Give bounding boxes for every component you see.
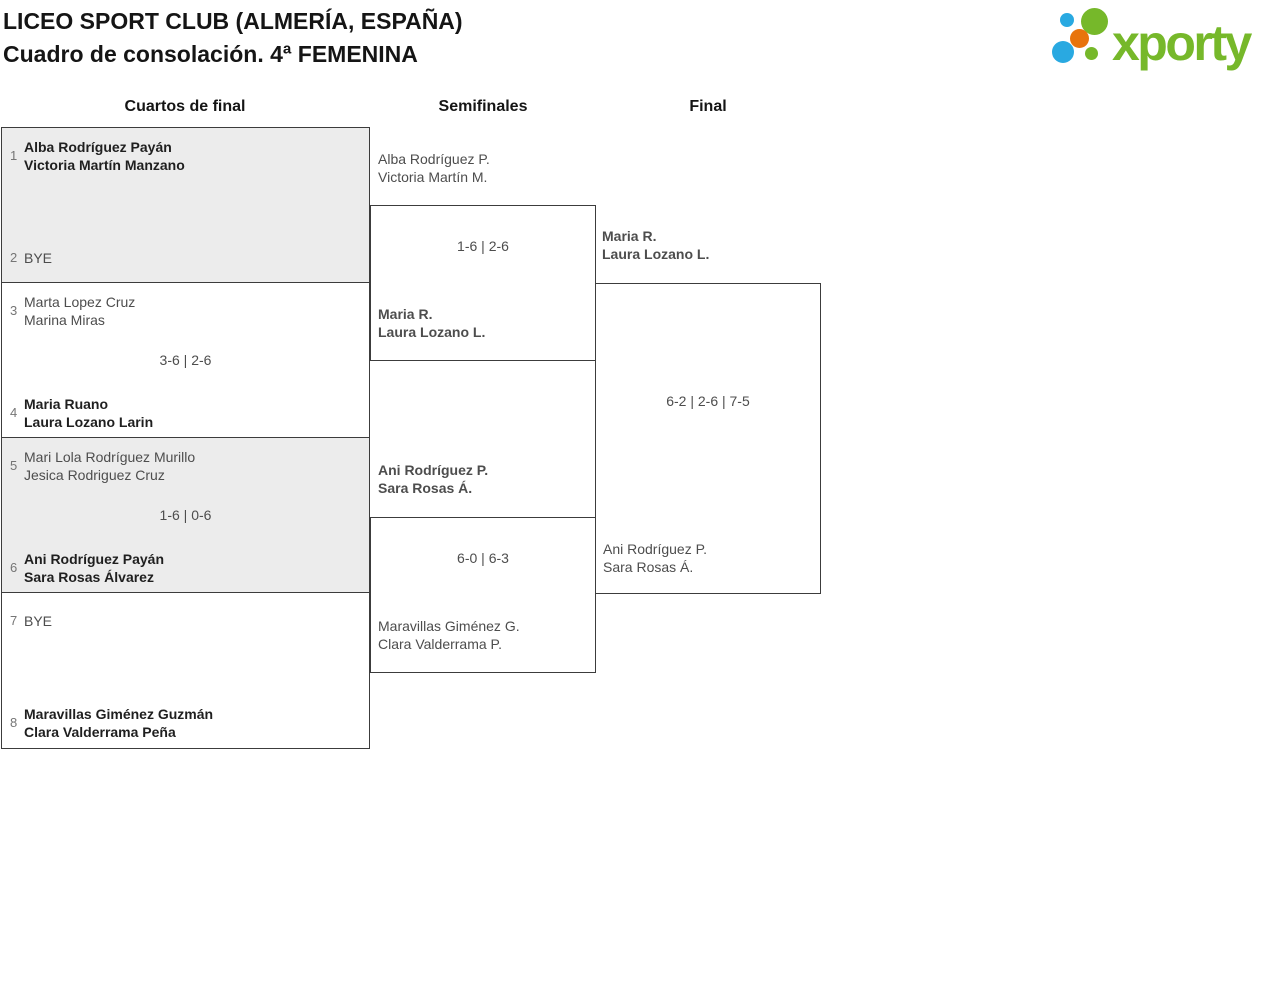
seed-number: 1 bbox=[10, 148, 18, 163]
team-names: Ani Rodríguez Payán Sara Rosas Álvarez bbox=[24, 550, 164, 586]
match-box-quarterfinal-2: 3 Marta Lopez Cruz Marina Miras 3-6 | 2-… bbox=[1, 282, 370, 438]
seed-number: 7 bbox=[10, 613, 18, 628]
player-name: BYE bbox=[24, 250, 53, 266]
match-score: 6-2 | 2-6 | 7-5 bbox=[666, 393, 750, 409]
team-names: Maravillas Giménez Guzmán Clara Valderra… bbox=[24, 705, 213, 741]
team-row: 8 Maravillas Giménez Guzmán Clara Valder… bbox=[2, 705, 213, 741]
logo-dot-orange-icon bbox=[1070, 29, 1089, 48]
match-box-final: 6-2 | 2-6 | 7-5 Ani Rodríguez P. Sara Ro… bbox=[595, 283, 821, 594]
team-names: Marta Lopez Cruz Marina Miras bbox=[24, 293, 135, 329]
match-score: 6-0 | 6-3 bbox=[457, 550, 509, 566]
player-name: Sara Rosas Á. bbox=[603, 559, 694, 575]
player-name: Marta Lopez Cruz bbox=[24, 294, 136, 310]
seed-number: 6 bbox=[10, 560, 18, 575]
seed-number: 5 bbox=[10, 458, 18, 473]
player-name: Laura Lozano L. bbox=[378, 324, 486, 340]
team-row: 1 Alba Rodríguez Payán Victoria Martín M… bbox=[2, 138, 185, 174]
player-name: Maria R. bbox=[378, 306, 433, 322]
player-name: Clara Valderrama P. bbox=[378, 636, 502, 652]
match-box-semifinal-2: 6-0 | 6-3 Maravillas Giménez G. Clara Va… bbox=[370, 517, 596, 673]
player-name: Clara Valderrama Peña bbox=[24, 724, 176, 740]
semifinal-2-bottom-team: Maravillas Giménez G. Clara Valderrama P… bbox=[378, 617, 520, 653]
player-name: Ani Rodríguez Payán bbox=[24, 551, 165, 567]
seed-number: 2 bbox=[10, 250, 18, 265]
player-name: Alba Rodríguez P. bbox=[378, 151, 490, 167]
match-box-quarterfinal-4: 7 BYE 8 Maravillas Giménez Guzmán Clara … bbox=[1, 592, 370, 749]
team-names: Alba Rodríguez Payán Victoria Martín Man… bbox=[24, 138, 185, 174]
match-score: 3-6 | 2-6 bbox=[159, 352, 212, 368]
player-name: Maria R. bbox=[602, 228, 657, 244]
xporty-logo: xporty bbox=[1048, 5, 1278, 85]
player-name: Victoria Martín Manzano bbox=[24, 157, 185, 173]
player-name: Laura Lozano Larin bbox=[24, 414, 154, 430]
player-name: Maravillas Giménez G. bbox=[378, 618, 520, 634]
semifinal-1-bottom-team: Maria R. Laura Lozano L. bbox=[378, 305, 485, 341]
player-name: Maria Ruano bbox=[24, 396, 109, 412]
player-name: Laura Lozano L. bbox=[602, 246, 710, 262]
logo-dot-blue-large-icon bbox=[1052, 41, 1074, 63]
player-name: Alba Rodríguez Payán bbox=[24, 139, 172, 155]
seed-number: 3 bbox=[10, 303, 18, 318]
player-name: Ani Rodríguez P. bbox=[603, 541, 708, 557]
player-name: Ani Rodríguez P. bbox=[378, 462, 489, 478]
logo-text: xporty bbox=[1112, 15, 1252, 71]
player-name: Victoria Martín M. bbox=[378, 169, 488, 185]
team-names: Mari Lola Rodríguez Murillo Jesica Rodri… bbox=[24, 448, 195, 484]
round-header-final: Final bbox=[689, 98, 727, 115]
semifinal-1-top-team: Alba Rodríguez P. Victoria Martín M. bbox=[378, 150, 490, 186]
player-name: BYE bbox=[24, 613, 53, 629]
team-names: BYE bbox=[24, 612, 52, 630]
round-header-quarterfinals: Cuartos de final bbox=[124, 98, 246, 115]
page-subtitle: Cuadro de consolación. 4ª FEMENINA bbox=[3, 41, 418, 67]
match-score: 1-6 | 2-6 bbox=[457, 238, 509, 254]
match-box-quarterfinal-1: 1 Alba Rodríguez Payán Victoria Martín M… bbox=[1, 127, 370, 283]
team-row: 7 BYE bbox=[2, 612, 52, 630]
team-row: 3 Marta Lopez Cruz Marina Miras bbox=[2, 293, 135, 329]
semifinal-2-top-team: Ani Rodríguez P. Sara Rosas Á. bbox=[378, 461, 488, 497]
round-header-semifinals: Semifinales bbox=[438, 98, 528, 115]
match-box-quarterfinal-3: 5 Mari Lola Rodríguez Murillo Jesica Rod… bbox=[1, 437, 370, 593]
team-row: 5 Mari Lola Rodríguez Murillo Jesica Rod… bbox=[2, 448, 195, 484]
seed-number: 4 bbox=[10, 405, 18, 420]
seed-number: 8 bbox=[10, 715, 18, 730]
team-names: Maria Ruano Laura Lozano Larin bbox=[24, 395, 153, 431]
match-box-semifinal-1: 1-6 | 2-6 Maria R. Laura Lozano L. bbox=[370, 205, 596, 361]
match-score: 1-6 | 0-6 bbox=[159, 507, 212, 523]
player-name: Mari Lola Rodríguez Murillo bbox=[24, 449, 196, 465]
player-name: Maravillas Giménez Guzmán bbox=[24, 706, 214, 722]
page-title: LICEO SPORT CLUB (ALMERÍA, ESPAÑA) bbox=[3, 8, 463, 34]
player-name: Jesica Rodriguez Cruz bbox=[24, 467, 165, 483]
player-name: Marina Miras bbox=[24, 312, 105, 328]
team-row: 2 BYE bbox=[2, 249, 52, 267]
player-name: Sara Rosas Á. bbox=[378, 480, 473, 496]
logo-dot-blue-small-icon bbox=[1060, 13, 1074, 27]
team-names: BYE bbox=[24, 249, 52, 267]
team-row: 6 Ani Rodríguez Payán Sara Rosas Álvarez bbox=[2, 550, 164, 586]
final-bottom-team: Ani Rodríguez P. Sara Rosas Á. bbox=[603, 540, 707, 576]
final-top-team: Maria R. Laura Lozano L. bbox=[602, 227, 709, 263]
team-row: 4 Maria Ruano Laura Lozano Larin bbox=[2, 395, 153, 431]
player-name: Sara Rosas Álvarez bbox=[24, 569, 154, 585]
logo-dot-green-small-icon bbox=[1085, 47, 1098, 60]
